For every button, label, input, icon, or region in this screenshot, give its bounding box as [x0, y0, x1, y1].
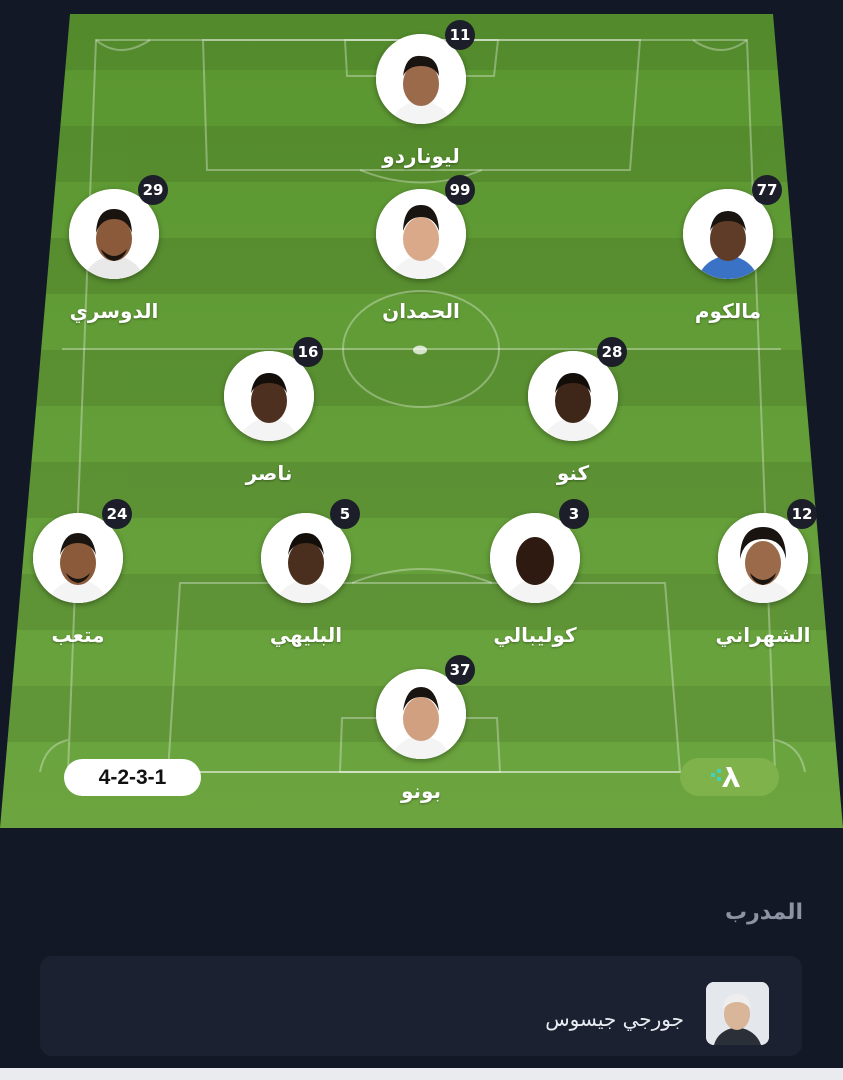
player-photo: [224, 351, 314, 441]
formation-badge: 4-2-3-1: [64, 759, 201, 796]
player-photo: [261, 513, 351, 603]
player-aldawsari[interactable]: 29 الدوسري: [34, 175, 194, 323]
player-name: كنو: [556, 461, 590, 485]
coach-card[interactable]: جورجي جيسوس: [40, 956, 802, 1056]
player-photo: [528, 351, 618, 441]
jersey-number: 3: [559, 499, 589, 529]
player-photo: [718, 513, 808, 603]
jersey-number: 77: [752, 175, 782, 205]
player-photo: [490, 513, 580, 603]
player-photo: [376, 189, 466, 279]
player-photo: [376, 669, 466, 759]
player-name: الدوسري: [69, 299, 159, 323]
player-photo: [683, 189, 773, 279]
jersey-number: 99: [445, 175, 475, 205]
coach-section-title: المدرب: [724, 900, 803, 925]
lineup-field: 11 ليوناردو 29 الدوسري 99 الحمدان 77 مال…: [0, 14, 843, 828]
player-kanno[interactable]: 28 كنو: [493, 337, 653, 485]
app-logo-icon: [711, 767, 740, 787]
player-name: ناصر: [245, 461, 293, 485]
player-alshahrani[interactable]: 12 الشهراني: [683, 499, 843, 647]
player-alhamdan[interactable]: 99 الحمدان: [341, 175, 501, 323]
player-name: البليهي: [269, 623, 343, 647]
jersey-number: 16: [293, 337, 323, 367]
jersey-number: 29: [138, 175, 168, 205]
coach-avatar: [706, 982, 769, 1045]
jersey-number: 28: [597, 337, 627, 367]
coach-name: جورجي جيسوس: [545, 1007, 684, 1031]
bottom-strip: [0, 1068, 843, 1080]
player-bono[interactable]: 37 بونو: [341, 655, 501, 803]
player-mutab[interactable]: 24 متعب: [0, 499, 158, 647]
player-photo: [69, 189, 159, 279]
player-name: كوليبالي: [493, 623, 577, 647]
pitch-graphic: [0, 14, 843, 828]
player-photo: [376, 34, 466, 124]
brand-badge: [680, 758, 779, 796]
jersey-number: 37: [445, 655, 475, 685]
player-name: ليوناردو: [382, 144, 460, 168]
player-name: متعب: [51, 623, 105, 647]
player-name: الحمدان: [382, 299, 460, 323]
jersey-number: 11: [445, 20, 475, 50]
player-leonardo[interactable]: 11 ليوناردو: [341, 20, 501, 168]
player-koulibaly[interactable]: 3 كوليبالي: [455, 499, 615, 647]
player-albulayhi[interactable]: 5 البليهي: [226, 499, 386, 647]
jersey-number: 5: [330, 499, 360, 529]
player-malcom[interactable]: 77 مالكوم: [648, 175, 808, 323]
player-nasser[interactable]: 16 ناصر: [189, 337, 349, 485]
jersey-number: 12: [787, 499, 817, 529]
jersey-number: 24: [102, 499, 132, 529]
player-name: بونو: [400, 779, 442, 803]
player-photo: [33, 513, 123, 603]
player-name: الشهراني: [715, 623, 811, 647]
player-name: مالكوم: [694, 299, 762, 323]
